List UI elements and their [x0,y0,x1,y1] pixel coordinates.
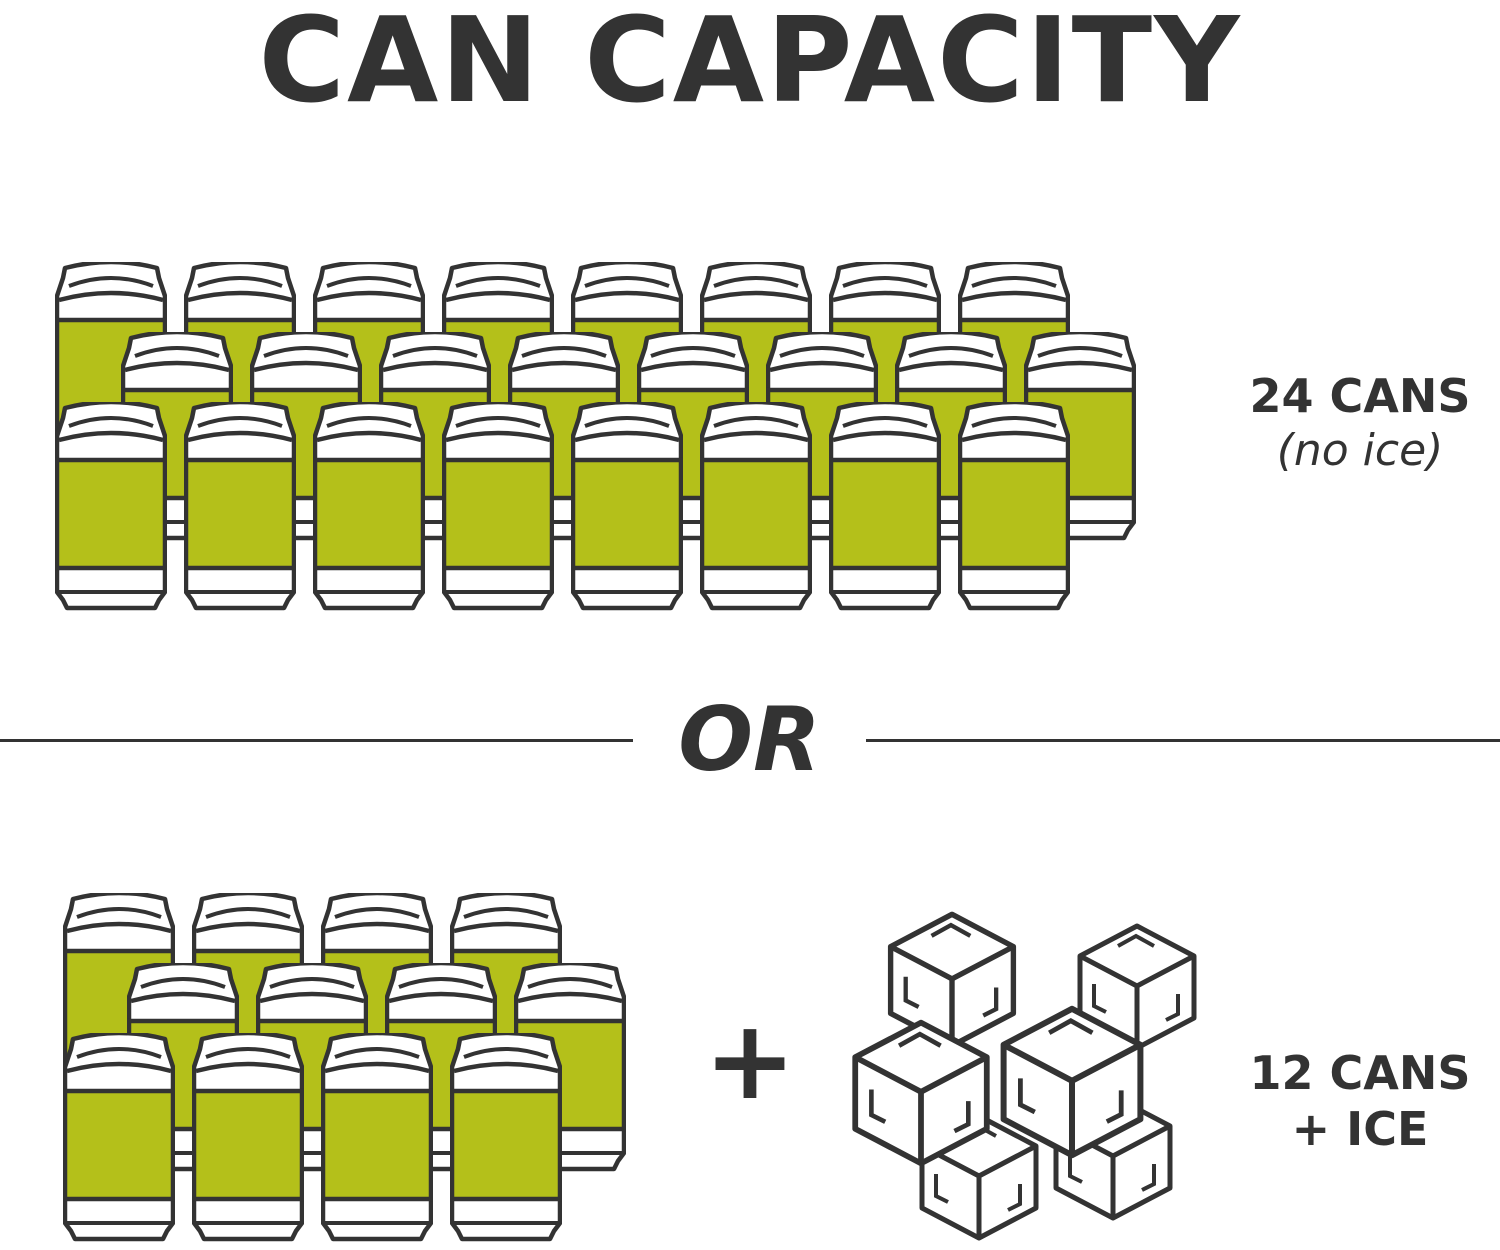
count-24-cans: 24 CANS [1249,369,1471,423]
can-icon [452,1033,560,1239]
can-icon [315,402,423,608]
count-12-cans: 12 CANS [1249,1046,1471,1100]
can-icon [702,402,810,608]
page-title: CAN CAPACITY [258,0,1242,129]
plus-sign: + [703,996,797,1124]
can-icon [57,402,165,608]
can-icon [194,1033,302,1239]
divider-line-right [866,739,1500,742]
can-icon [573,402,681,608]
can-icon [323,1033,431,1239]
can-icon [831,402,939,608]
option-two-label: 12 CANS + ICE [1230,1045,1490,1157]
plus-ice-label: + ICE [1291,1102,1429,1156]
ice-cube-icon [1004,1009,1141,1155]
can-icon [960,402,1068,608]
divider-or: OR [678,688,821,791]
can-icon [444,402,552,608]
option-one-label: 24 CANS (no ice) [1230,368,1490,478]
divider-line-left [0,739,633,742]
can-icon [65,1033,173,1239]
no-ice-note: (no ice) [1276,425,1444,476]
can-icon [186,402,294,608]
ice-cube-icon [855,1023,987,1164]
